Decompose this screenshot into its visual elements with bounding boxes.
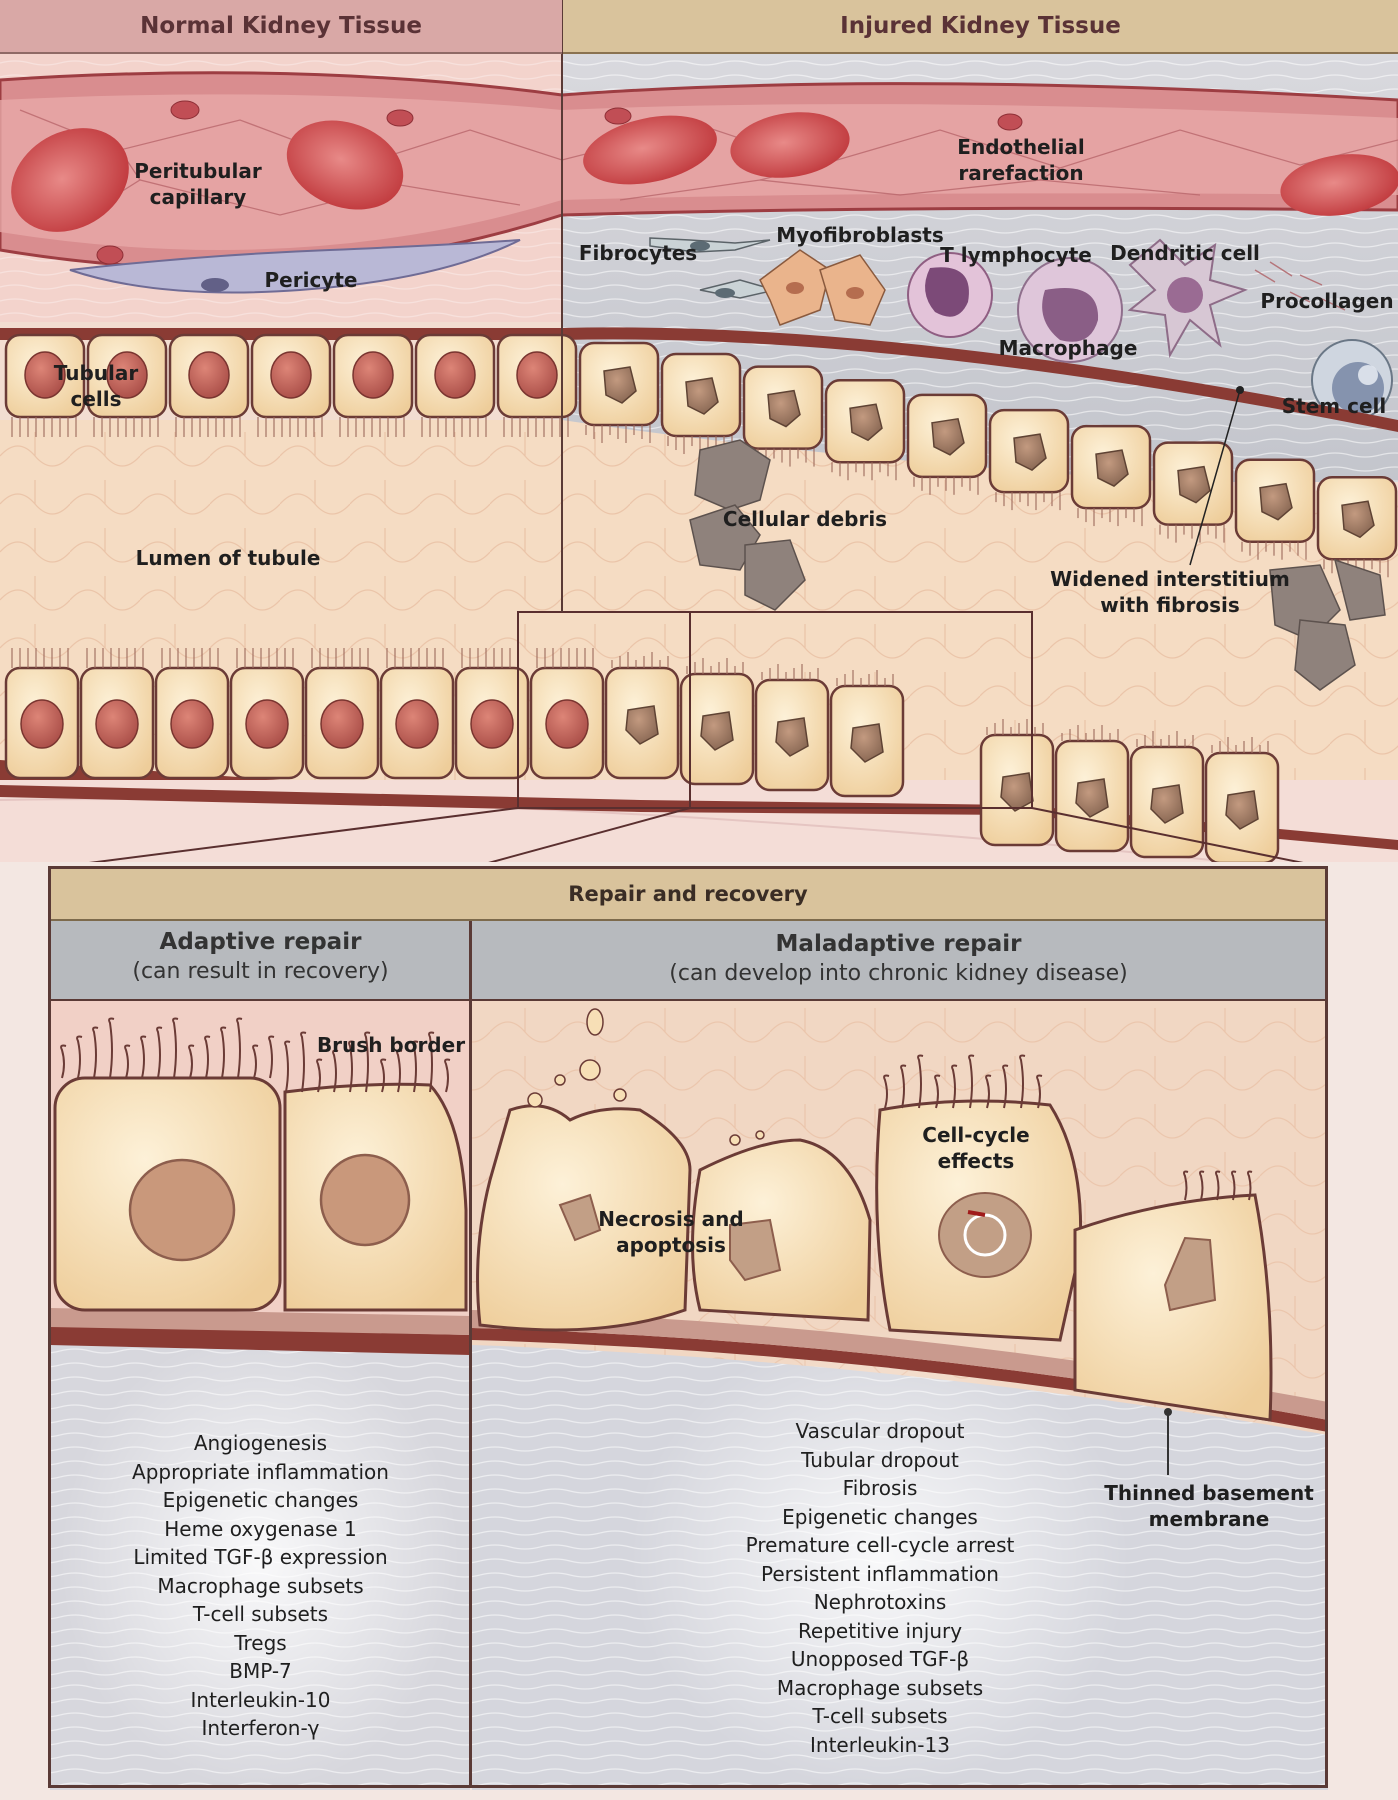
maladaptive-title: Maladaptive repair(can develop into chro… — [669, 931, 1128, 986]
adaptive-factor: Limited TGF-β expression — [133, 1545, 388, 1569]
adaptive-header — [51, 921, 470, 1001]
maladaptive-factor: Persistent inflammation — [761, 1561, 999, 1586]
maladaptive-factor: Nephrotoxins — [813, 1590, 947, 1614]
maladaptive-header — [472, 921, 1325, 1001]
maladaptive-factor: Unopposed TGF-β — [790, 1647, 970, 1671]
maladaptive-factor: T-cell subsets — [812, 1704, 948, 1728]
maladaptive-factor: Fibrosis — [842, 1476, 918, 1500]
adaptive-factor: Interleukin-10 — [190, 1687, 331, 1712]
label-brush-border: Brush border — [316, 1033, 466, 1057]
cellular-debris — [689, 439, 1386, 691]
header-normal: Normal Kidney Tissue — [0, 0, 562, 54]
tissue-illustration — [0, 52, 1398, 862]
repair-panel-art — [50, 1000, 1328, 1790]
repair-divider — [469, 921, 472, 1788]
maladaptive-factor: Epigenetic changes — [782, 1504, 978, 1529]
label-dendritic-cell: Dendritic cell — [1110, 241, 1260, 265]
adaptive-factor: Angiogenesis — [193, 1431, 328, 1455]
pericyte — [69, 239, 521, 294]
red-blood-cells — [11, 112, 1398, 232]
maladaptive-factor: Repetitive injury — [797, 1618, 963, 1643]
label-cellular-debris: Cellular debris — [722, 507, 888, 531]
label-procollagen: Procollagen — [1260, 289, 1394, 313]
adaptive-factor: Epigenetic changes — [162, 1488, 359, 1512]
upper-tubular-cells — [4, 333, 1398, 561]
interstitial-cells — [649, 237, 1393, 421]
maladaptive-factor: Tubular dropout — [801, 1447, 959, 1472]
label-stem-cell: Stem cell — [1281, 394, 1387, 418]
label-t-lymphocyte: T lymphocyte — [940, 243, 1092, 267]
maladaptive-factor: Interleukin-13 — [810, 1732, 950, 1757]
adaptive-factor: BMP-7 — [229, 1659, 292, 1683]
adaptive-factor: Heme oxygenase 1 — [164, 1516, 357, 1541]
adaptive-title: Adaptive repair(can result in recovery) — [132, 929, 389, 984]
maladaptive-factor: Macrophage subsets — [776, 1675, 984, 1700]
maladaptive-factor: Vascular dropout — [795, 1419, 965, 1443]
adaptive-factor: Tregs — [234, 1630, 287, 1655]
label-pericyte: Pericyte — [264, 268, 358, 292]
label-myofibroblasts: Myofibroblasts — [776, 223, 944, 247]
adaptive-factor: Appropriate inflammation — [132, 1459, 389, 1484]
label-lumen: Lumen of tubule — [135, 546, 321, 570]
label-macrophage: Macrophage — [998, 336, 1138, 360]
adaptive-factor: Macrophage subsets — [157, 1573, 364, 1598]
header-injured: Injured Kidney Tissue — [563, 0, 1398, 54]
adaptive-factor: T-cell subsets — [192, 1602, 329, 1626]
repair-title: Repair and recovery — [51, 869, 1325, 921]
label-fibrocytes: Fibrocytes — [578, 241, 698, 265]
maladaptive-factor: Premature cell-cycle arrest — [745, 1533, 1015, 1557]
repair-panel — [48, 866, 1328, 1788]
adaptive-factor: Interferon-γ — [201, 1716, 320, 1740]
lower-tubular-cells — [4, 666, 1280, 862]
